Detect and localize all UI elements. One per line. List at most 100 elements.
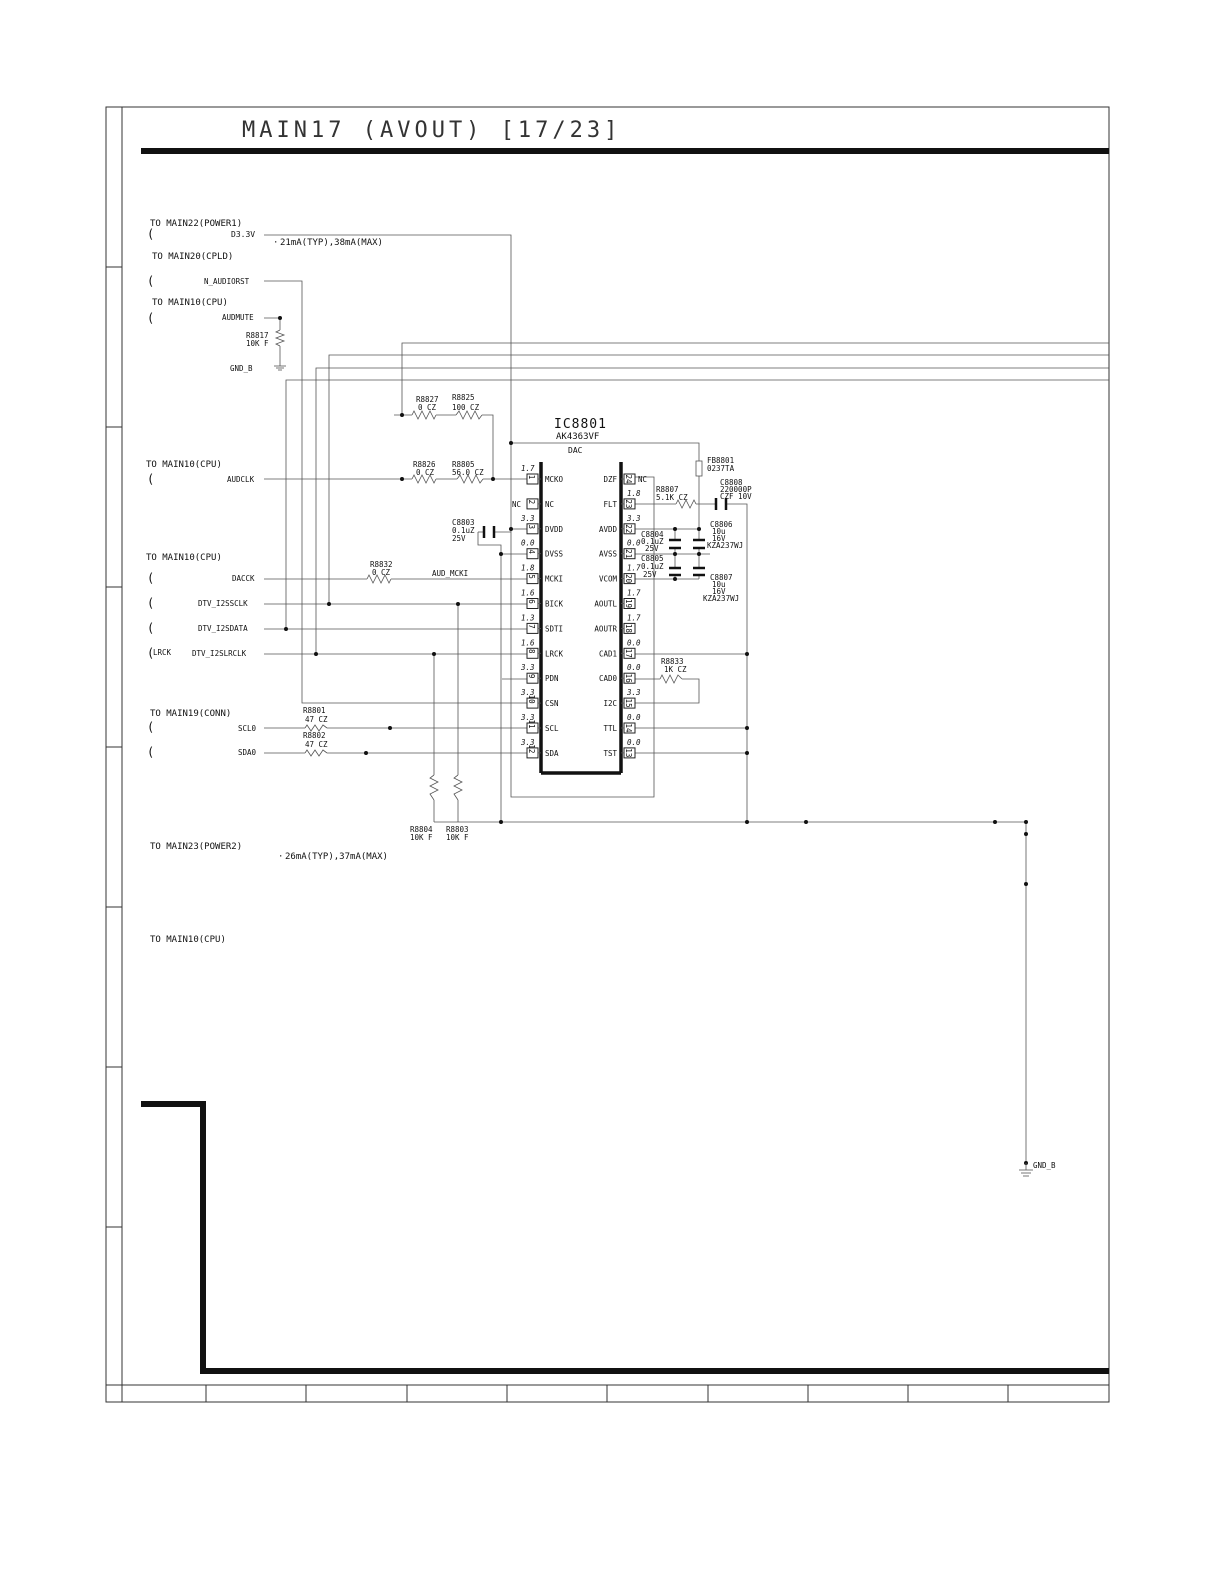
ic-pin-name: FLT bbox=[603, 500, 617, 509]
ic-pin-number: 15 bbox=[624, 699, 633, 708]
ic-pin-voltage: 1.6 bbox=[521, 589, 535, 598]
ic-pin-number: 20 bbox=[624, 574, 633, 584]
net-d33v: D3.3V bbox=[231, 230, 255, 239]
net-i2s-data: DTV_I2SDATA bbox=[198, 624, 248, 633]
ic-pin-voltage: 3.3 bbox=[520, 738, 535, 747]
ic-pin-nc: NC bbox=[638, 475, 647, 484]
resistors bbox=[274, 329, 697, 801]
ic-pin-number: 14 bbox=[624, 723, 633, 733]
svg-text:0237TA: 0237TA bbox=[707, 464, 735, 473]
svg-text:47 CZ: 47 CZ bbox=[305, 715, 328, 724]
ic-pin-number: 19 bbox=[624, 599, 633, 608]
svg-text:100 CZ: 100 CZ bbox=[452, 403, 480, 412]
ic-pin-voltage: 0.0 bbox=[627, 539, 641, 548]
svg-text:C8805: C8805 bbox=[641, 554, 664, 563]
ic-pin-name: LRCK bbox=[545, 649, 564, 658]
ic-pin-number: 11 bbox=[527, 719, 536, 728]
svg-text:·: · bbox=[273, 238, 278, 248]
svg-text:10K F: 10K F bbox=[246, 339, 269, 348]
resistor-r8833-symbol bbox=[659, 674, 683, 684]
svg-text:(: ( bbox=[147, 720, 154, 734]
ic-ref: IC8801 bbox=[554, 417, 607, 432]
ic-pin-17: 17 CAD1 0.0 bbox=[599, 638, 641, 659]
ic-function: DAC bbox=[568, 446, 583, 455]
svg-text:R8804: R8804 bbox=[410, 825, 433, 834]
ic-pin-number: 2 bbox=[527, 500, 536, 505]
net-i2s-lrclk: DTV_I2SLRCLK bbox=[192, 649, 247, 658]
svg-text:FB8801: FB8801 bbox=[707, 456, 734, 465]
svg-text:25V: 25V bbox=[643, 570, 657, 579]
svg-text:C8803: C8803 bbox=[452, 518, 475, 527]
ic-pin-name: CAD1 bbox=[599, 649, 617, 658]
junction-dots bbox=[278, 316, 1028, 1165]
ic-pin-voltage: 0.0 bbox=[521, 539, 535, 548]
svg-text:10u: 10u bbox=[712, 527, 726, 536]
svg-text:KZA237WJ: KZA237WJ bbox=[707, 541, 743, 550]
net-power2-current: 26mA(TYP),37mA(MAX) bbox=[285, 852, 388, 862]
resistor-r8827-symbol bbox=[411, 410, 437, 420]
ferrite-fb8801-symbol bbox=[695, 460, 703, 477]
net-audmute: AUDMUTE bbox=[222, 313, 254, 322]
net-sda0: SDA0 bbox=[238, 748, 257, 757]
net-d33v-current: 21mA(TYP),38mA(MAX) bbox=[280, 238, 383, 248]
resistor-r8825-symbol bbox=[455, 410, 483, 420]
ic-pin-name: TST bbox=[603, 749, 617, 758]
svg-text:(: ( bbox=[147, 274, 154, 288]
ic-pin-name: MCKO bbox=[545, 475, 564, 484]
svg-text:0.1uZ: 0.1uZ bbox=[452, 526, 475, 535]
ic-pin-name: SCL bbox=[545, 724, 559, 733]
ic-pin-nc: NC bbox=[512, 500, 521, 509]
net-aud-mcki: AUD_MCKI bbox=[432, 569, 468, 578]
ic-pin-name: DVDD bbox=[545, 525, 564, 534]
ic-pin-name: CSN bbox=[545, 699, 559, 708]
ic-pin-voltage: 1.6 bbox=[521, 638, 535, 647]
ic-pin-voltage: 0.0 bbox=[627, 663, 641, 672]
ic-pin-voltage: 1.7 bbox=[521, 464, 535, 473]
svg-text:KZA237WJ: KZA237WJ bbox=[703, 594, 739, 603]
svg-text:R8801: R8801 bbox=[303, 706, 326, 715]
ic-pin-voltage: 3.3 bbox=[520, 663, 535, 672]
ic-pin-name: SDA bbox=[545, 749, 559, 758]
svg-text:220000P: 220000P bbox=[720, 485, 752, 494]
ic-pin-number: 5 bbox=[527, 574, 536, 579]
svg-text:0.1uZ: 0.1uZ bbox=[641, 537, 664, 546]
connector-cpu-d: TO MAIN10(CPU) bbox=[150, 935, 226, 945]
connector-power1: TO MAIN22(POWER1) bbox=[150, 219, 242, 229]
resistor-r8801-symbol bbox=[304, 724, 328, 732]
ic-pin-name: TTL bbox=[603, 724, 617, 733]
connector-conn: TO MAIN19(CONN) bbox=[150, 709, 231, 719]
resistor-r8807-symbol bbox=[675, 499, 697, 509]
ic-pin-voltage: 0.0 bbox=[627, 738, 641, 747]
ic-pin-name: AVSS bbox=[599, 550, 618, 559]
ic-pin-number: 3 bbox=[527, 525, 536, 530]
ic-pin-voltage: 3.3 bbox=[520, 688, 535, 697]
svg-text:·: · bbox=[278, 852, 283, 862]
ground-symbols bbox=[274, 365, 1033, 1177]
net-n-audiorst: N_AUDIORST bbox=[204, 277, 250, 286]
svg-text:(: ( bbox=[147, 311, 154, 325]
svg-text:(: ( bbox=[147, 745, 154, 759]
svg-text:R8827: R8827 bbox=[416, 395, 439, 404]
ic-pin-voltage: 0.0 bbox=[627, 638, 641, 647]
resistor-r8802-symbol bbox=[304, 749, 328, 757]
ic-pin-number: 17 bbox=[624, 649, 633, 658]
connector-cpld: TO MAIN20(CPLD) bbox=[152, 252, 233, 262]
svg-text:R8803: R8803 bbox=[446, 825, 469, 834]
ic-pin-voltage: 1.3 bbox=[521, 613, 535, 622]
